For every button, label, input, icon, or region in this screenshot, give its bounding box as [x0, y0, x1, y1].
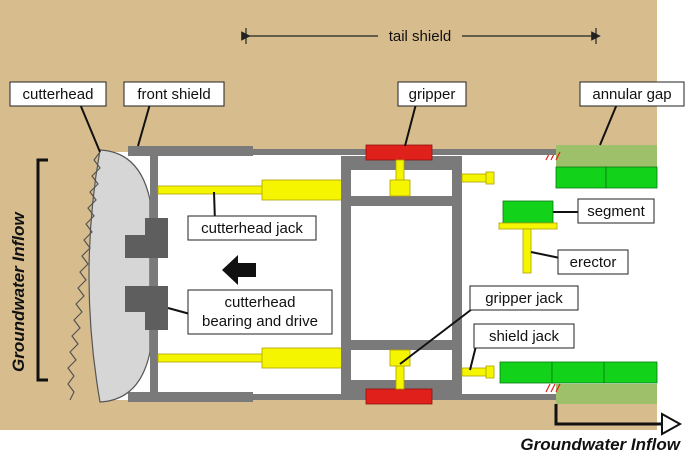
gripper-frame-bottom	[341, 340, 462, 350]
gripper-jack-leader	[399, 305, 477, 365]
gripper-label: gripper	[409, 86, 456, 103]
gripper-frame-top	[341, 196, 462, 206]
cutterhead-jack-bottom-cyl	[261, 347, 345, 369]
shield-jack-top-end	[485, 171, 495, 185]
gripper-jack-label-box: gripper jack	[469, 285, 579, 311]
erector-leader	[530, 251, 561, 259]
erector-label-box: erector	[557, 249, 629, 275]
gripper-top	[365, 144, 433, 161]
shield-jack-top	[461, 173, 489, 183]
annular-gap-label: annular gap	[592, 86, 671, 103]
shield-jack-label: shield jack	[489, 328, 560, 345]
erector-label: erector	[570, 254, 617, 271]
bottom-band	[0, 430, 685, 468]
shield-shell-top	[128, 149, 556, 155]
shield-jack-bottom-end	[485, 365, 495, 379]
front-shield-label-box: front shield	[123, 81, 225, 107]
bearing-label-box: cutterhead bearing and drive	[187, 289, 333, 335]
front-shield-label: front shield	[137, 86, 210, 103]
right-band	[657, 0, 685, 430]
groundwater-bottom-label: Groundwater Inflow	[520, 435, 681, 454]
shield-shell-bottom	[128, 394, 556, 400]
erector-segment	[502, 200, 554, 224]
bearing-label-line1: cutterhead	[225, 294, 296, 311]
grout-bottom	[556, 384, 657, 404]
segment-top-2	[605, 166, 658, 189]
cutterhead-teeth	[67, 151, 101, 401]
cutterhead-jack-label: cutterhead jack	[201, 220, 303, 237]
gripper-leader	[404, 103, 417, 147]
erector-head	[498, 222, 558, 230]
front-shield-top	[128, 146, 253, 156]
annular-gap-hatch-bottom	[545, 383, 561, 393]
gripper-label-box: gripper	[397, 81, 467, 107]
direction-arrow	[222, 255, 256, 285]
tail-shield-label: tail shield	[389, 28, 452, 45]
cutterhead-jack-top-cyl	[261, 179, 345, 201]
shield-jack-label-box: shield jack	[473, 323, 575, 349]
tail-shield-label-bg	[378, 26, 462, 46]
cutterhead-label: cutterhead	[23, 86, 94, 103]
segment-label-box: segment	[577, 198, 655, 224]
gripper-jack-top-cyl	[389, 179, 411, 197]
cutterhead-label-box: cutterhead	[9, 81, 107, 107]
cutterhead-leader	[79, 103, 101, 153]
gripper-bottom	[365, 388, 433, 405]
segment-bottom-2	[551, 361, 605, 384]
segment-top-1	[555, 166, 607, 189]
groundwater-bottom-arrow	[661, 412, 683, 436]
gripper-frame-left	[341, 156, 351, 394]
annular-gap-leader	[599, 103, 618, 146]
cutterhead-jack-bottom-rod	[157, 353, 271, 363]
shield-jack-bottom	[461, 367, 489, 377]
cutterhead-jack-label-box: cutterhead jack	[187, 215, 317, 241]
front-bulkhead	[150, 156, 158, 394]
bearing-block-lower	[125, 286, 168, 330]
gripper-jack-bottom-cyl	[389, 349, 411, 367]
segment-bottom-3	[603, 361, 658, 384]
erector-arm	[522, 228, 532, 274]
gripper-frame-right	[452, 156, 462, 394]
bearing-leader	[167, 307, 191, 315]
groundwater-bottom-bracket	[554, 404, 666, 426]
segment-label: segment	[587, 203, 645, 220]
segment-bottom-1	[499, 361, 553, 384]
cutterhead-face	[88, 149, 151, 403]
gripper-jack-label: gripper jack	[485, 290, 563, 307]
groundwater-left-bracket	[36, 158, 48, 382]
front-shield-leader	[137, 103, 151, 147]
grout-top	[556, 145, 657, 167]
bearing-label-line2: bearing and drive	[202, 313, 318, 330]
front-shield-bottom	[128, 392, 253, 402]
groundwater-left-label: Groundwater Inflow	[9, 211, 28, 372]
bearing-block-upper	[125, 218, 168, 258]
annular-gap-label-box: annular gap	[579, 81, 685, 107]
